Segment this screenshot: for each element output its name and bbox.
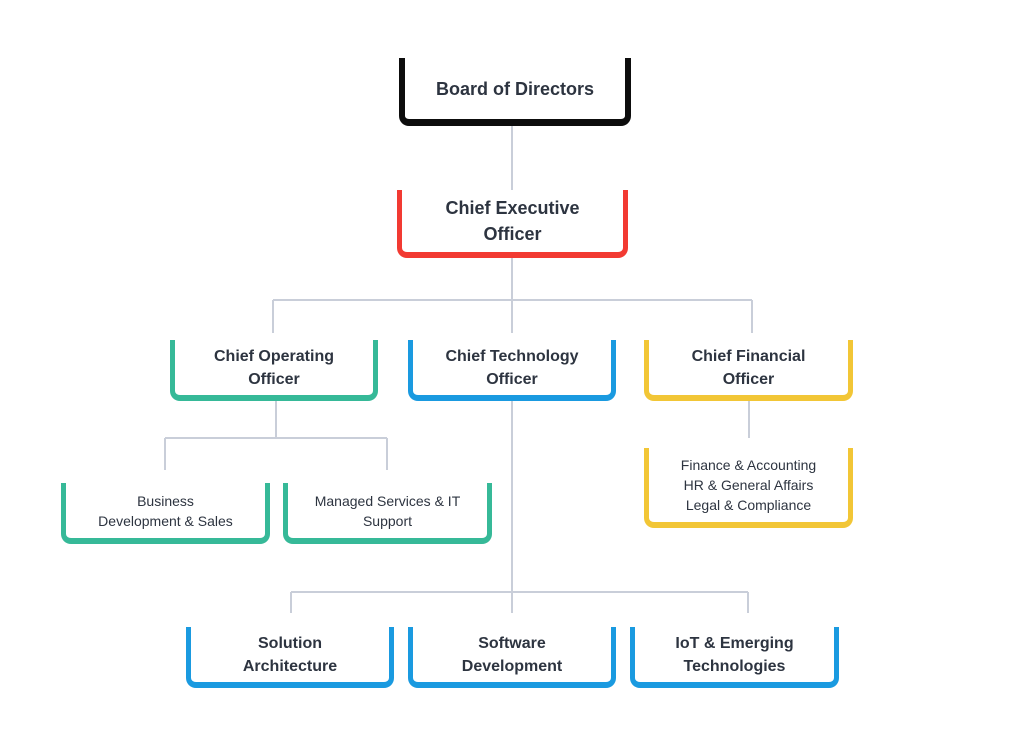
node-label: HR & General Affairs (683, 477, 814, 493)
node-label: Board of Directors (435, 78, 595, 99)
node-finance-group[interactable]: Finance & Accounting HR & General Affair… (644, 448, 853, 528)
node-label: Chief Operating (213, 347, 334, 365)
node-ceo[interactable]: Chief Executive Officer (397, 190, 628, 258)
node-label: Chief Executive (445, 198, 580, 218)
node-label: Technologies (683, 657, 786, 675)
node-label: Development & Sales (98, 512, 233, 529)
node-label: IoT & Emerging (675, 634, 794, 652)
node-label: Chief Financial (691, 347, 806, 365)
node-board-of-directors[interactable]: Board of Directors (399, 58, 631, 126)
node-label: Chief Technology (445, 347, 579, 365)
node-label: Support (362, 512, 413, 529)
node-software-development[interactable]: Software Development (408, 627, 616, 688)
node-iot-emerging-tech[interactable]: IoT & Emerging Technologies (630, 627, 839, 688)
node-label: Software (478, 634, 546, 652)
node-label: Development (461, 657, 563, 675)
node-label: Legal & Compliance (685, 497, 812, 513)
node-solution-architecture[interactable]: Solution Architecture (186, 627, 394, 688)
node-label: Architecture (242, 657, 338, 675)
node-cfo[interactable]: Chief Financial Officer (644, 340, 853, 401)
node-business-development[interactable]: Business Development & Sales (61, 483, 270, 544)
node-label: Business (137, 492, 194, 509)
node-label: Officer (483, 224, 542, 244)
node-label: Officer (248, 370, 300, 388)
node-label: Officer (486, 370, 538, 388)
node-cto[interactable]: Chief Technology Officer (408, 340, 616, 401)
node-label: Officer (722, 370, 775, 388)
node-managed-services[interactable]: Managed Services & IT Support (283, 483, 492, 544)
node-label: Solution (258, 634, 322, 652)
node-label: Managed Services & IT (314, 492, 461, 509)
node-coo[interactable]: Chief Operating Officer (170, 340, 378, 401)
node-label: Finance & Accounting (680, 457, 817, 473)
